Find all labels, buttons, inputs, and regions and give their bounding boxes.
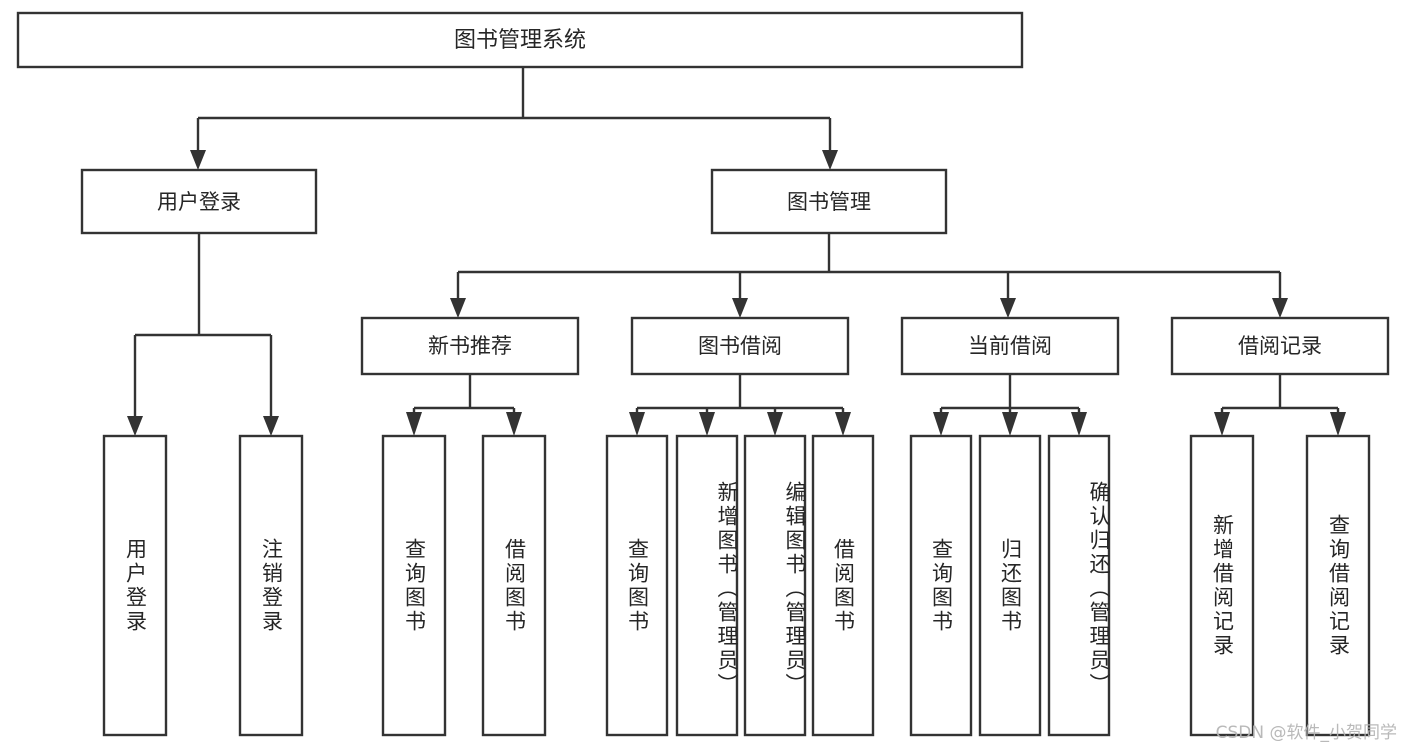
- node-user-login-rect: [80, 168, 318, 235]
- node-current-borrow-label: 当前借阅: [968, 334, 1052, 358]
- node-book-borrow[interactable]: 图书借阅: [630, 316, 850, 376]
- node-borrow-record[interactable]: 借阅记录: [1170, 316, 1390, 376]
- watermark-text: CSDN @软件_小贺同学: [1215, 723, 1397, 743]
- connector-current-borrow-to-leaves: [933, 374, 1087, 436]
- connector-book-borrow-to-leaves: [629, 374, 851, 436]
- node-root-rect: [16, 11, 1024, 69]
- leaf-book-borrow-2-rect[interactable]: [743, 434, 807, 737]
- node-new-book-recommend-rect: [360, 316, 580, 376]
- node-book-management-label: 图书管理: [787, 190, 871, 214]
- connector-root-to-level2: [190, 67, 838, 170]
- node-root-label: 图书管理系统: [454, 28, 586, 53]
- connector-user-login-to-leaves: [127, 233, 279, 436]
- leaf-current-borrow-0-rect[interactable]: [909, 434, 973, 737]
- node-root[interactable]: 图书管理系统: [16, 11, 1024, 69]
- node-current-borrow[interactable]: 当前借阅: [900, 316, 1120, 376]
- node-book-borrow-label: 图书借阅: [698, 334, 782, 358]
- connector-borrow-record-to-leaves: [1214, 374, 1346, 436]
- leaf-current-borrow-2-rect[interactable]: [1047, 434, 1111, 737]
- leaf-new-book-1-rect[interactable]: [481, 434, 547, 737]
- node-user-login-label: 用户登录: [157, 190, 241, 214]
- leaf-current-borrow-1-rect[interactable]: [978, 434, 1042, 737]
- node-current-borrow-rect: [900, 316, 1120, 376]
- leaf-new-book-0-rect[interactable]: [381, 434, 447, 737]
- node-new-book-recommend[interactable]: 新书推荐: [360, 316, 580, 376]
- connector-new-book-recommend-to-leaves: [406, 374, 522, 436]
- leaf-user-login-1-rect[interactable]: [238, 434, 304, 737]
- leaf-user-login-0-rect[interactable]: [102, 434, 168, 737]
- leaf-borrow-record-0-rect[interactable]: [1189, 434, 1255, 737]
- node-borrow-record-label: 借阅记录: [1238, 334, 1322, 358]
- node-new-book-recommend-label: 新书推荐: [428, 334, 512, 358]
- node-book-management[interactable]: 图书管理: [710, 168, 948, 235]
- node-user-login[interactable]: 用户登录: [80, 168, 318, 235]
- leaf-book-borrow-1-rect[interactable]: [675, 434, 739, 737]
- leaf-borrow-record-1-rect[interactable]: [1305, 434, 1371, 737]
- connector-book-management-to-level3: [450, 233, 1288, 318]
- leaf-book-borrow-0-rect[interactable]: [605, 434, 669, 737]
- leaf-book-borrow-3-rect[interactable]: [811, 434, 875, 737]
